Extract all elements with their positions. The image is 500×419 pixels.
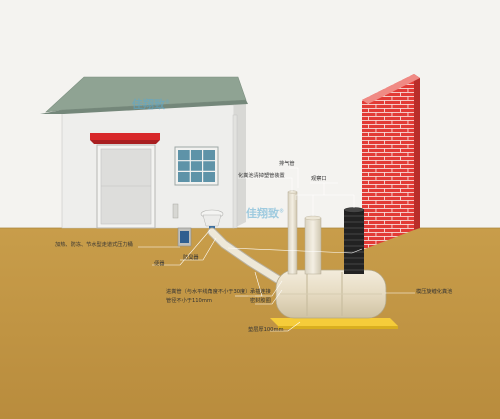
label-toilet-upgrade: 化粪池清掉塑管装置 [238,173,285,179]
label-pressure-tank: 加热、防冻、节水型走道式压力桶 [55,242,133,248]
vent-pipe-riser [287,190,298,275]
label-pipe-diameter: 管径不小于110mm [166,298,212,304]
label-vent-pipe: 排气管 [279,161,295,167]
watermark-text: 佳翔致 [132,98,165,111]
watermark-text: 佳翔致 [246,207,279,220]
corrugated-riser [343,207,365,274]
watermark-center: 佳翔致® [246,205,284,221]
label-odor-trap: 防臭器 [183,255,199,261]
label-toilet: 便器 [154,261,165,267]
base-layer [270,318,398,326]
inlet-pipe [207,227,292,290]
brick-wall [362,74,420,250]
label-inlet-pipe: 进粪管（与水平线角度不小于30度） [166,289,251,295]
label-septic-tank: 模压旋缠化粪池 [416,289,453,295]
label-cleanout: 观察口 [311,176,327,182]
watermark-mark: ® [165,99,170,106]
house [40,76,248,229]
label-socket-joint: 承插连接 [250,289,271,295]
cleanout-riser [304,215,322,275]
watermark-mark: ® [279,208,284,215]
watermark-house: 佳翔致® [132,96,170,112]
leader-lines [138,167,415,332]
door-awning [90,133,160,140]
label-seal-ring: 密封胶圈 [250,298,271,304]
window [174,146,219,186]
label-base-layer: 垫层厚100mm [248,327,284,333]
pressure-tank-unit [172,203,192,247]
septic-tank-body [275,269,387,319]
